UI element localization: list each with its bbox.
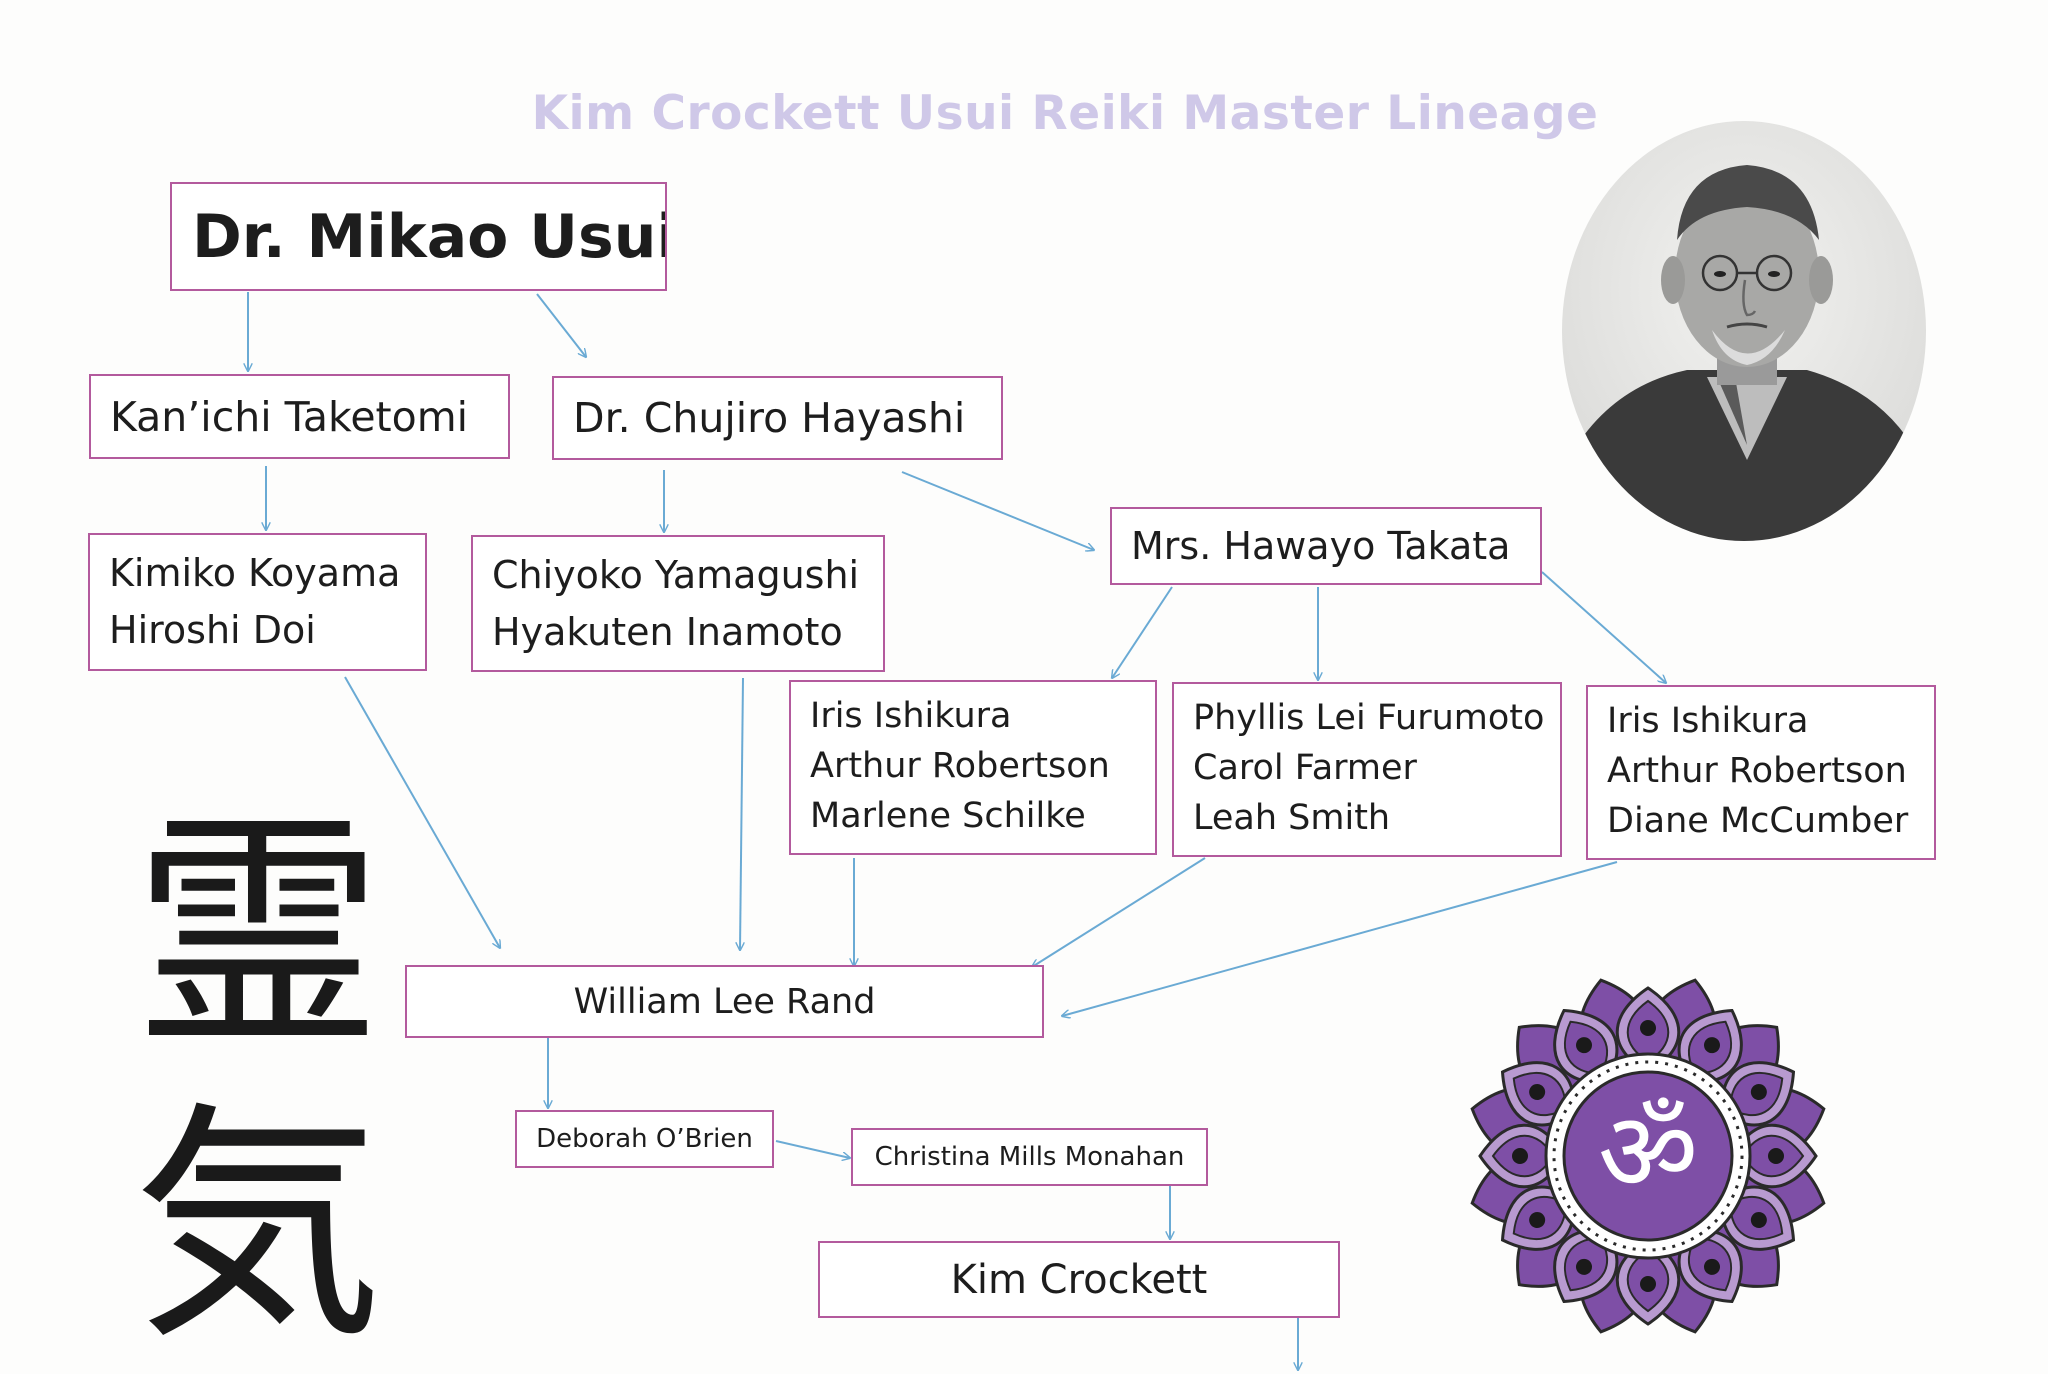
kanji-rei: 霊 bbox=[133, 789, 383, 1080]
node-group-ishikura-mccumber: Iris Ishikura Arthur Robertson Diane McC… bbox=[1586, 685, 1936, 860]
node-label-3: Leah Smith bbox=[1193, 798, 1391, 838]
node-label: Dr. Chujiro Hayashi bbox=[573, 394, 966, 442]
arrow-takata-group-a bbox=[1112, 586, 1173, 678]
node-mikao-usui: Dr. Mikao Usui bbox=[170, 182, 667, 291]
lotus-petal-dot bbox=[1704, 1258, 1720, 1275]
lotus-petal-dot bbox=[1512, 1148, 1528, 1164]
lotus-petal-dot bbox=[1576, 1258, 1592, 1275]
node-label-1: Iris Ishikura bbox=[1607, 701, 1809, 741]
node-label-1: Chiyoko Yamagushi bbox=[492, 553, 860, 597]
node-kim-crockett: Kim Crockett bbox=[818, 1241, 1340, 1318]
usui-portrait-image bbox=[1562, 121, 1926, 541]
node-chujiro-hayashi: Dr. Chujiro Hayashi bbox=[552, 376, 1003, 460]
lotus-petal-dot bbox=[1750, 1084, 1767, 1100]
lotus-petal-dot bbox=[1640, 1276, 1656, 1292]
node-label-3: Diane McCumber bbox=[1607, 801, 1909, 841]
node-hawayo-takata: Mrs. Hawayo Takata bbox=[1110, 507, 1542, 585]
arrow-group-b-rand bbox=[1032, 857, 1206, 967]
arrow-koyama-rand bbox=[344, 676, 500, 948]
node-label-1: Iris Ishikura bbox=[810, 696, 1012, 736]
page-title: Kim Crockett Usui Reiki Master Lineage bbox=[531, 86, 1599, 141]
arrow-hayashi-takata bbox=[901, 471, 1094, 550]
lotus-petal-dot bbox=[1704, 1037, 1720, 1054]
lotus-petal-dot bbox=[1529, 1084, 1546, 1100]
om-lotus-image: ॐ bbox=[1470, 978, 1826, 1334]
node-label: William Lee Rand bbox=[573, 981, 876, 1022]
node-label-1: Kimiko Koyama bbox=[109, 551, 401, 595]
lotus-petal-dot bbox=[1750, 1212, 1767, 1228]
arrow-group-c-rand bbox=[1062, 861, 1618, 1016]
node-label: Mrs. Hawayo Takata bbox=[1131, 524, 1511, 568]
node-label-2: Arthur Robertson bbox=[1607, 751, 1907, 791]
node-label: Kim Crockett bbox=[950, 1256, 1208, 1303]
node-label: Christina Mills Monahan bbox=[874, 1142, 1185, 1172]
node-label: Deborah O’Brien bbox=[536, 1124, 753, 1154]
node-label-2: Hiroshi Doi bbox=[109, 608, 316, 652]
om-symbol: ॐ bbox=[1598, 1088, 1698, 1216]
arrow-obrien-monahan bbox=[775, 1140, 850, 1158]
node-group-ishikura-schilke: Iris Ishikura Arthur Robertson Marlene S… bbox=[789, 680, 1157, 855]
arrow-yamagushi-rand bbox=[740, 677, 743, 950]
lotus-petal-dot bbox=[1768, 1148, 1784, 1164]
arrow-takata-group-c bbox=[1541, 571, 1666, 683]
node-label: Dr. Mikao Usui bbox=[192, 201, 667, 272]
node-yamagushi-inamoto: Chiyoko Yamagushi Hyakuten Inamoto bbox=[471, 535, 885, 672]
node-kanichi-taketomi: Kan’ichi Taketomi bbox=[89, 374, 510, 459]
node-christina-mills-monahan: Christina Mills Monahan bbox=[851, 1128, 1208, 1186]
arrow-usui-hayashi bbox=[536, 293, 586, 357]
node-label-2: Carol Farmer bbox=[1193, 748, 1417, 788]
node-label: Kan’ichi Taketomi bbox=[110, 392, 469, 441]
node-label-1: Phyllis Lei Furumoto bbox=[1193, 698, 1545, 738]
lotus-petal-dot bbox=[1640, 1020, 1656, 1036]
node-label-2: Hyakuten Inamoto bbox=[492, 610, 843, 654]
node-group-furumoto-smith: Phyllis Lei Furumoto Carol Farmer Leah S… bbox=[1172, 682, 1562, 857]
kanji-ki: 気 bbox=[133, 1102, 383, 1372]
node-label-3: Marlene Schilke bbox=[810, 796, 1086, 836]
node-deborah-obrien: Deborah O’Brien bbox=[515, 1110, 774, 1168]
node-william-lee-rand: William Lee Rand bbox=[405, 965, 1044, 1038]
node-koyama-doi: Kimiko Koyama Hiroshi Doi bbox=[88, 533, 427, 671]
node-label-2: Arthur Robertson bbox=[810, 746, 1110, 786]
lotus-petal-dot bbox=[1529, 1212, 1546, 1228]
lotus-petal-dot bbox=[1576, 1037, 1592, 1054]
